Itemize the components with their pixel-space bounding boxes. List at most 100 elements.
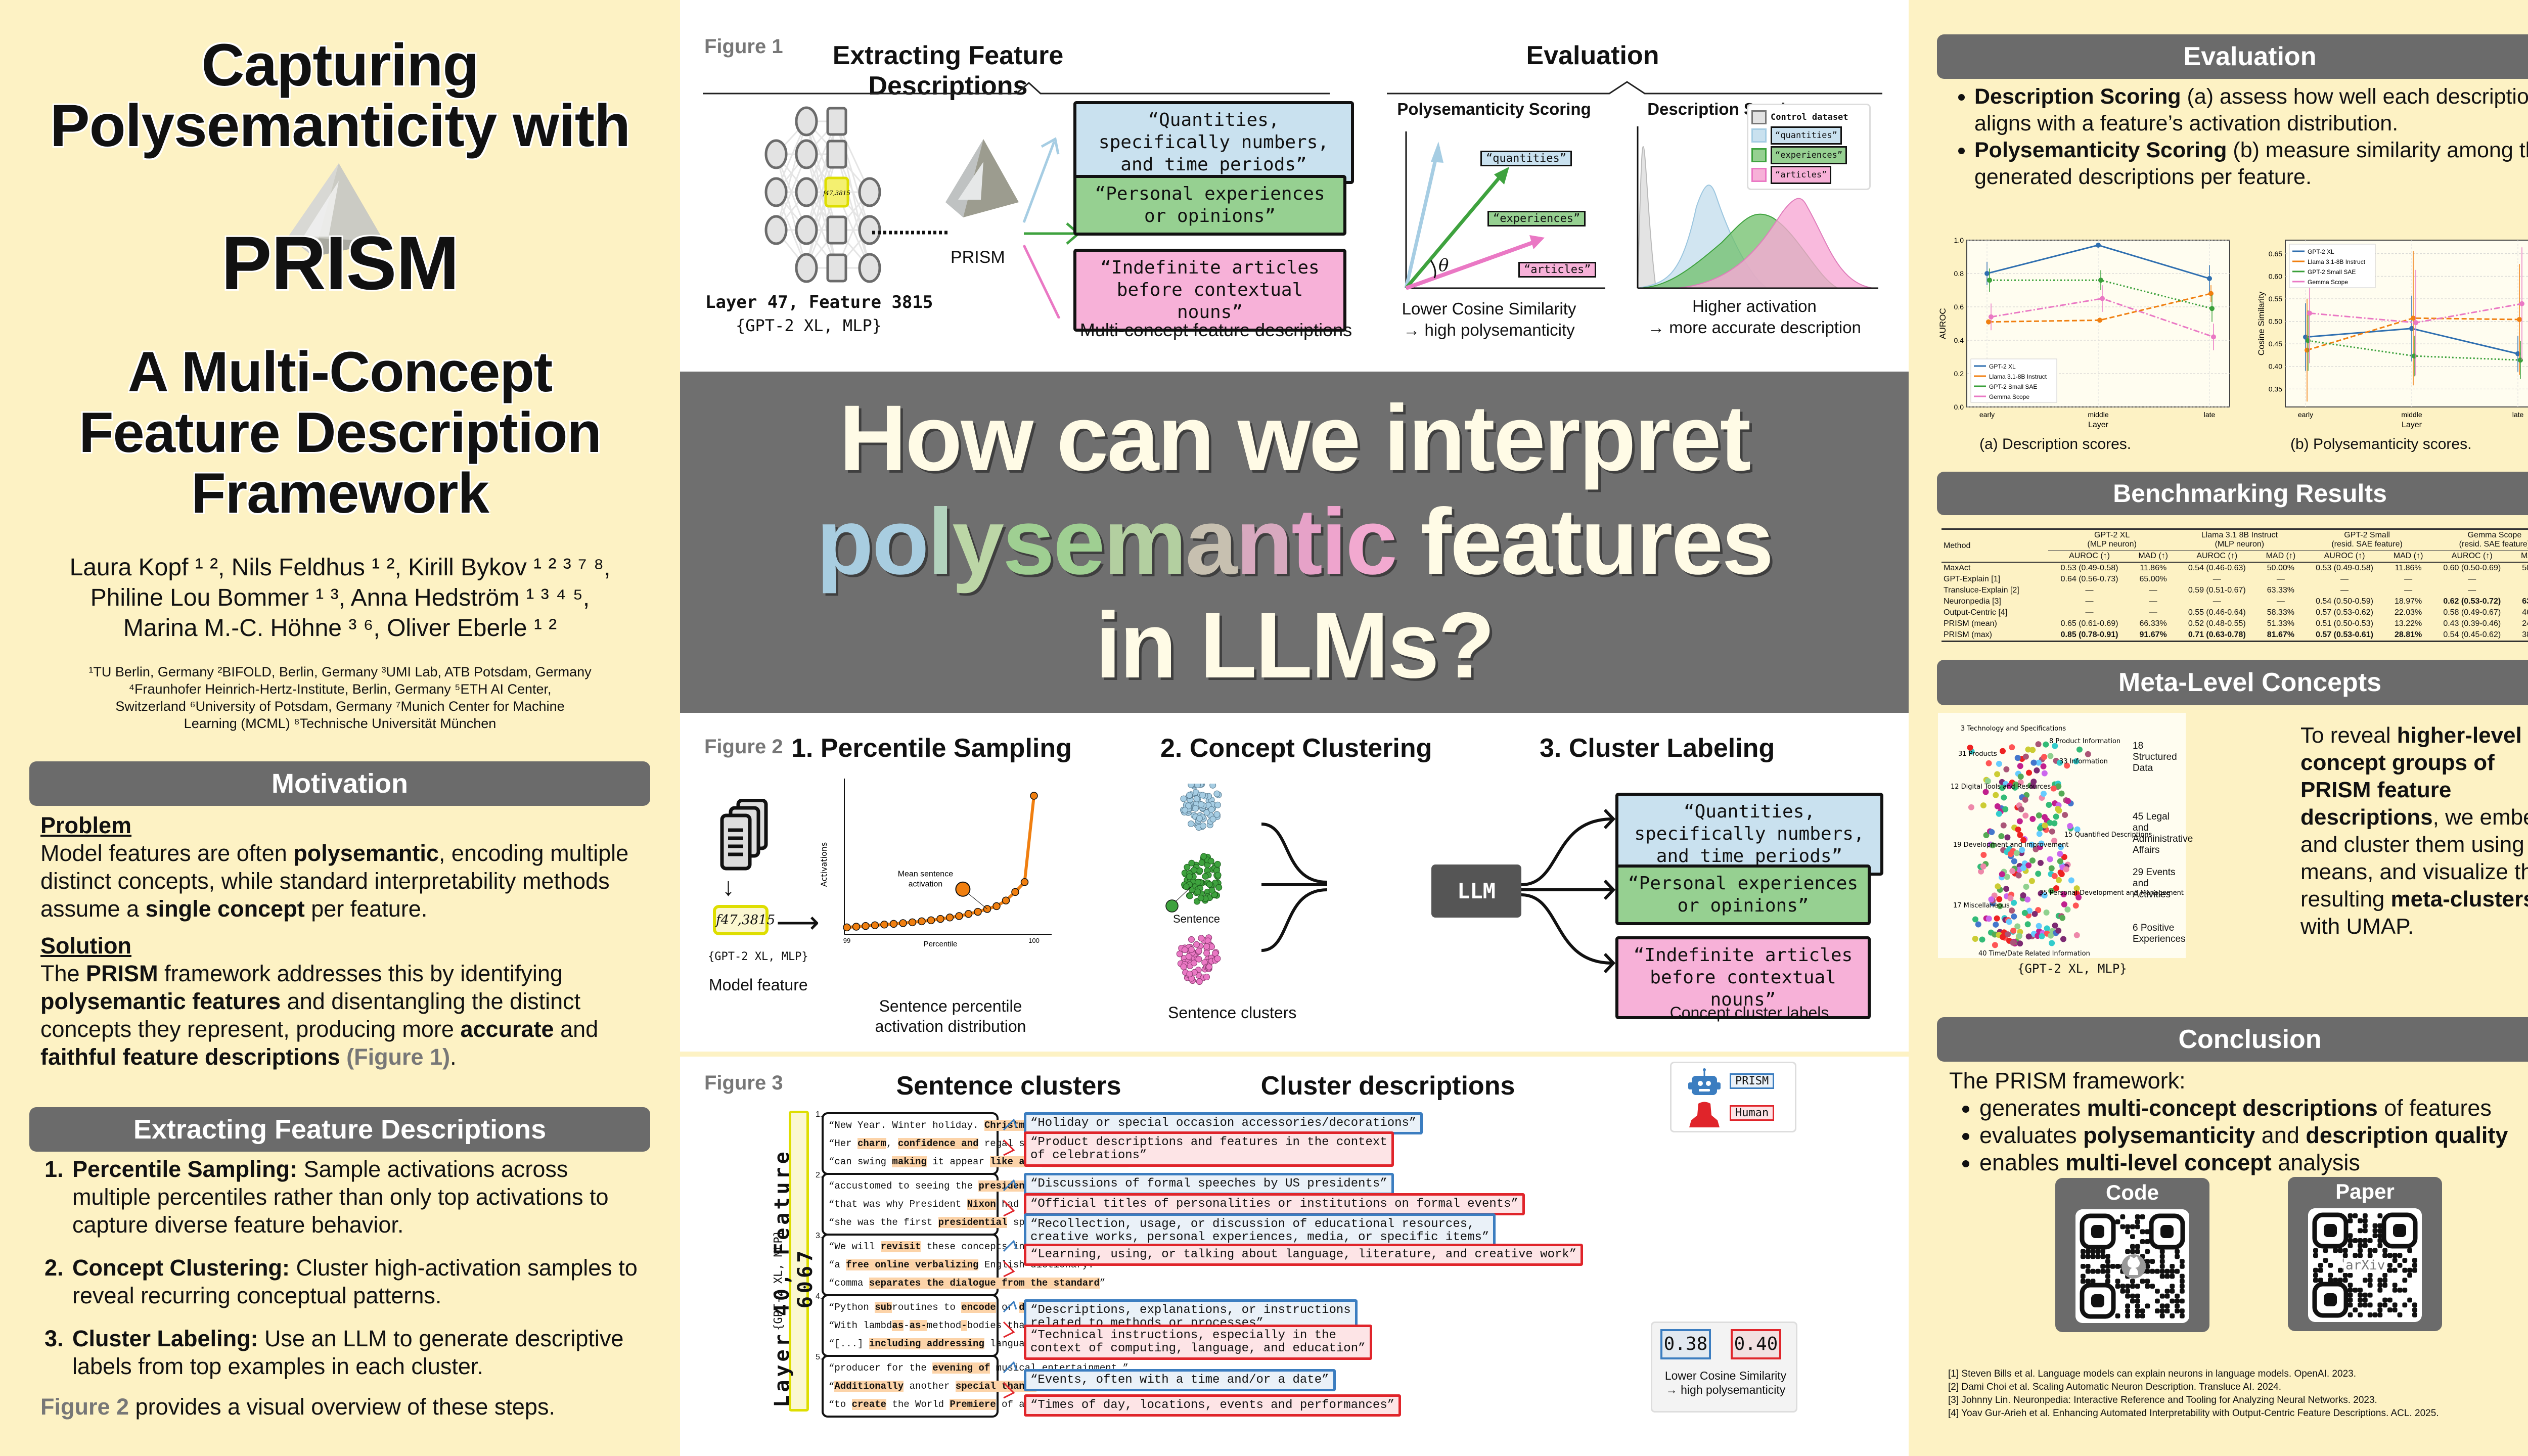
y-tick-label: 0.65 <box>2269 250 2282 258</box>
description-box-quantities: “Quantities, specifically numbers, and t… <box>1073 101 1354 184</box>
umap-point <box>2037 825 2044 832</box>
qr-module <box>2407 1272 2412 1278</box>
qr-module <box>2130 1298 2135 1304</box>
highlighted-token: create <box>851 1399 887 1410</box>
qr-module <box>2164 1308 2170 1313</box>
umap-point <box>2006 919 2012 925</box>
conclusion-intro: The PRISM framework: <box>1949 1068 2186 1094</box>
umap-point <box>2053 813 2059 820</box>
qr-module <box>2367 1302 2373 1308</box>
figure-1-link[interactable]: (Figure 1) <box>340 1044 450 1070</box>
table-cell: 50.00% <box>2267 564 2295 572</box>
qr-module <box>2135 1313 2140 1318</box>
llm-box: LLM <box>1431 864 1521 918</box>
sentence-point <box>1186 792 1193 799</box>
code-qr-card[interactable]: Code <box>2055 1178 2209 1332</box>
qr-module <box>2125 1284 2130 1289</box>
step-title: Concept Clustering: <box>72 1255 290 1281</box>
step1-header: 1. Percentile Sampling <box>791 734 1072 763</box>
qr-module <box>2130 1224 2135 1230</box>
table-cell: — <box>2085 586 2094 595</box>
qr-module <box>2363 1278 2368 1283</box>
token: ” <box>1099 1278 1106 1289</box>
table-cell: — <box>2213 575 2221 583</box>
network-node <box>826 107 847 136</box>
qr-module <box>2402 1278 2408 1283</box>
umap-point <box>1994 915 2000 922</box>
qr-module <box>2363 1218 2368 1223</box>
umap-point <box>2012 781 2019 788</box>
qr-module <box>2180 1289 2185 1294</box>
data-point <box>2211 334 2216 340</box>
feature-model: {GPT-2 XL, MLP} <box>708 950 808 963</box>
cluster-number: 4. <box>816 1292 823 1301</box>
qr-module <box>2412 1307 2417 1312</box>
token: “she was the first <box>829 1217 938 1228</box>
activation-point <box>1020 878 1029 886</box>
bold-term: meta-clusters <box>2390 887 2528 912</box>
umap-point <box>2065 798 2071 804</box>
umap-point <box>2029 747 2036 753</box>
qr-module <box>2387 1307 2392 1312</box>
qr-module <box>2328 1272 2333 1278</box>
umap-point <box>2007 851 2014 857</box>
umap-point <box>2009 907 2015 914</box>
activation-point <box>899 919 907 927</box>
text: and disentangling the distinct concepts … <box>40 988 581 1042</box>
table-cell: 38.33% <box>2522 630 2528 639</box>
table-cell: — <box>2340 586 2349 595</box>
highlighted-token: including addressing <box>869 1338 984 1349</box>
qr-module <box>2145 1264 2150 1269</box>
caption-line: → high polysemanticity <box>1403 321 1575 339</box>
qr-module <box>2125 1308 2130 1313</box>
table-cell: 0.60 (0.50-0.69) <box>2443 564 2501 572</box>
polysemantic-letter: s <box>1003 490 1055 594</box>
qr-module <box>2135 1308 2140 1313</box>
qr-module <box>2397 1263 2403 1268</box>
umap-point <box>2055 806 2061 812</box>
sentence-point <box>1199 822 1206 829</box>
legend-entry: “quantities” <box>1751 126 1866 145</box>
data-point <box>2208 291 2214 296</box>
table-cell: 13.22% <box>2394 619 2422 628</box>
network-node <box>764 139 788 169</box>
umap-point <box>2052 743 2058 749</box>
umap-point <box>2061 901 2067 907</box>
paper-qr-card[interactable]: Paper arXiv <box>2288 1177 2442 1331</box>
qr-module <box>2115 1279 2120 1284</box>
table-cell: 91.67% <box>2139 630 2167 639</box>
table-cell: — <box>2404 575 2413 583</box>
network-node <box>795 253 818 283</box>
qr-module <box>2125 1249 2130 1254</box>
group-header: Llama 3.1 8B Instruct(MLP neuron) <box>2176 529 2304 551</box>
sentence: “comma separates the dialogue from the s… <box>829 1274 1105 1292</box>
umap-point <box>2042 822 2048 829</box>
qr-module <box>2105 1279 2110 1284</box>
network-node <box>826 140 847 169</box>
umap-point <box>2011 899 2017 906</box>
qr-module <box>2125 1303 2130 1309</box>
qr-module <box>2120 1284 2126 1289</box>
umap-point <box>2049 828 2055 835</box>
qr-module <box>2318 1267 2323 1273</box>
data-point <box>2098 278 2103 283</box>
table-cell: — <box>2513 585 2528 596</box>
prism-arrow <box>1003 1300 1017 1313</box>
bold-term: higher-level concept groups of PRISM fea… <box>2300 723 2522 830</box>
legend-label: GPT-2 Small SAE <box>1989 383 2037 390</box>
sentence-point <box>1203 949 1210 957</box>
figure-2-link[interactable]: Figure 2 <box>40 1394 129 1420</box>
data-point <box>1989 314 1994 320</box>
qr-module <box>2140 1308 2145 1313</box>
qr-module <box>2159 1303 2165 1309</box>
qr-module <box>2358 1248 2363 1253</box>
table-cell: 0.53 (0.49-0.58) <box>2316 564 2373 572</box>
qr-module <box>2338 1267 2343 1273</box>
qr-module <box>2180 1308 2185 1313</box>
table-cell: — <box>2513 574 2528 585</box>
sentence-point <box>1214 955 1221 962</box>
sentence-point <box>1191 867 1198 874</box>
qr-module <box>2145 1229 2150 1235</box>
qr-finder <box>2149 1213 2185 1250</box>
